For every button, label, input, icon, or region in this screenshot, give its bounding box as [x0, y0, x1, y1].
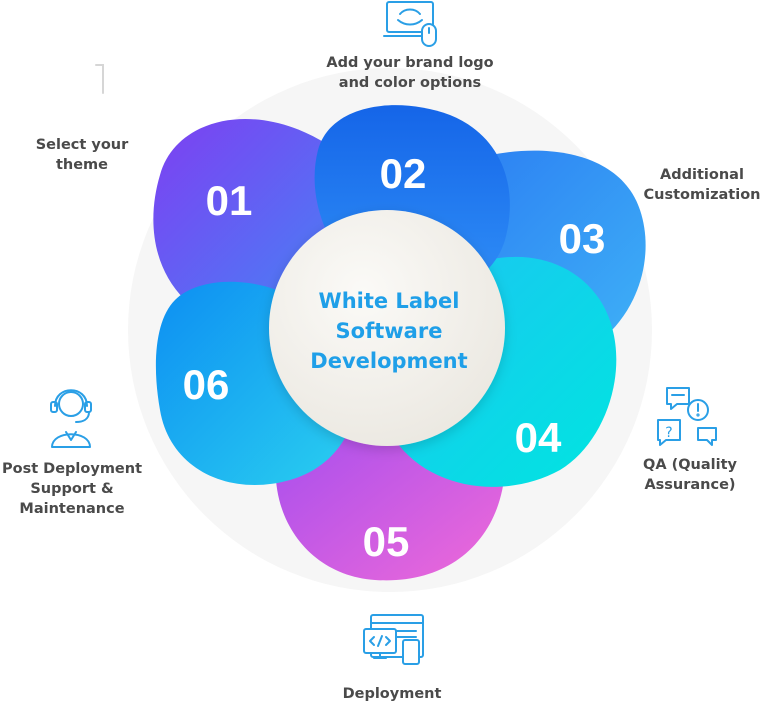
cursor-icon — [95, 64, 104, 94]
center-title-line-2: Software — [336, 319, 443, 343]
step-label-06: Post Deployment Support & Maintenance — [1, 461, 143, 517]
step-number-06: 06 — [183, 361, 230, 408]
step-number-02: 02 — [380, 150, 427, 197]
step-label-02: Add your brand logo and color options — [326, 55, 494, 91]
step-number-04: 04 — [515, 414, 562, 461]
chat-question-icon: ? — [657, 387, 717, 446]
step-number-05: 05 — [363, 518, 410, 565]
step-label-04: QA (Quality Assurance) — [643, 457, 737, 493]
center-title-line-3: Development — [310, 349, 467, 373]
step-number-01: 01 — [206, 177, 253, 224]
step-label-01: Select your theme — [35, 137, 129, 173]
step-number-03: 03 — [559, 215, 606, 262]
step-label-05: Deployment — [342, 686, 442, 702]
step-label-03: Additional Customization — [643, 167, 761, 203]
monitor-brand-icon — [383, 1, 437, 47]
svg-text:?: ? — [665, 425, 672, 441]
headset-support-icon — [50, 389, 92, 448]
center-circle — [269, 210, 505, 446]
devices-code-icon — [363, 614, 424, 665]
center-title-line-1: White Label — [319, 289, 460, 313]
